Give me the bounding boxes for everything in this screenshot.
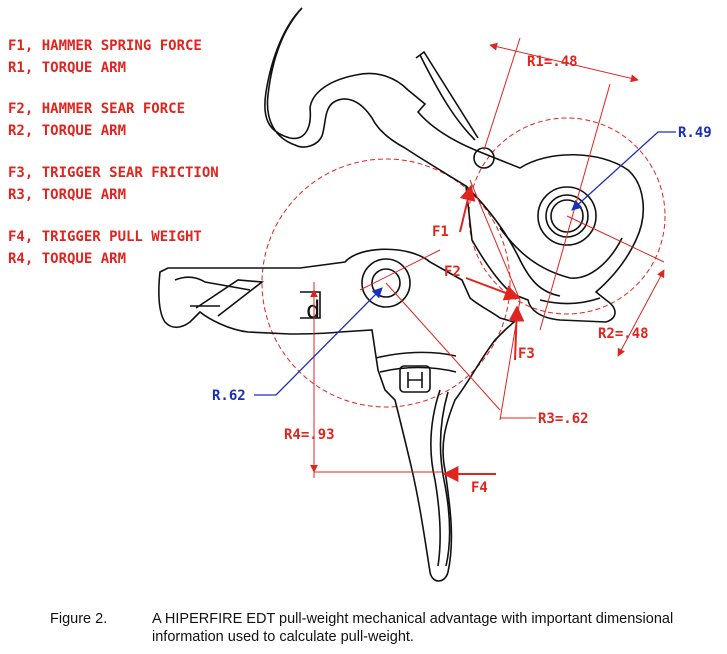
r2-extension-line <box>566 215 665 263</box>
trigger-radius-circle <box>261 158 511 408</box>
legend-r4-label: R4, TORQUE ARM <box>8 251 126 267</box>
f3-arrow <box>508 305 525 361</box>
radius-leaders <box>254 131 676 396</box>
legend-r1-label: R1, TORQUE ARM <box>8 60 126 76</box>
f1-arrow <box>459 184 476 233</box>
f2-label: F2 <box>444 264 461 280</box>
legend: F1, HAMMER SPRING FORCE R1, TORQUE ARM F… <box>8 38 219 267</box>
r2-dimension-label: R2=.48 <box>598 326 649 342</box>
trigger-d-letter: d <box>306 296 320 324</box>
r62-leader <box>254 287 383 396</box>
trigger-radius-label: R.62 <box>212 388 246 404</box>
hammer-sear-line <box>469 179 521 301</box>
trigger-part <box>158 248 516 582</box>
legend-r3-label: R3, TORQUE ARM <box>8 187 126 203</box>
figure-number: Figure 2. <box>50 611 108 627</box>
legend-f3-label: F3, TRIGGER SEAR FRICTION <box>8 165 219 181</box>
force-arrows <box>442 184 525 482</box>
r1-dimension-arrow <box>489 42 639 83</box>
r1-dimension-label: R1=.48 <box>527 54 578 70</box>
figure-caption: A HIPERFIRE EDT pull-weight mechanical a… <box>152 611 674 645</box>
f1-label: F1 <box>432 224 449 240</box>
legend-f2-label: F2, HAMMER SEAR FORCE <box>8 101 185 117</box>
legend-f4-label: F4, TRIGGER PULL WEIGHT <box>8 229 202 245</box>
legend-f1-label: F1, HAMMER SPRING FORCE <box>8 38 202 54</box>
r49-leader <box>571 131 676 211</box>
r3-dimension-label: R3=.62 <box>538 411 589 427</box>
legend-r2-label: R2, TORQUE ARM <box>8 123 126 139</box>
f4-label: F4 <box>471 480 488 496</box>
hammer-radius-label: R.49 <box>678 125 712 141</box>
r2-dimension-arrow <box>617 269 665 357</box>
r3-extension-line <box>385 282 501 411</box>
r1-extension-line <box>483 37 521 151</box>
r4-dimension-label: R4=.93 <box>284 427 335 443</box>
dimension-lines <box>310 37 665 478</box>
f3-label: F3 <box>518 346 535 362</box>
hammer-part <box>264 7 644 323</box>
f2-arrow <box>465 277 521 301</box>
trigger-sear-line <box>359 249 441 291</box>
